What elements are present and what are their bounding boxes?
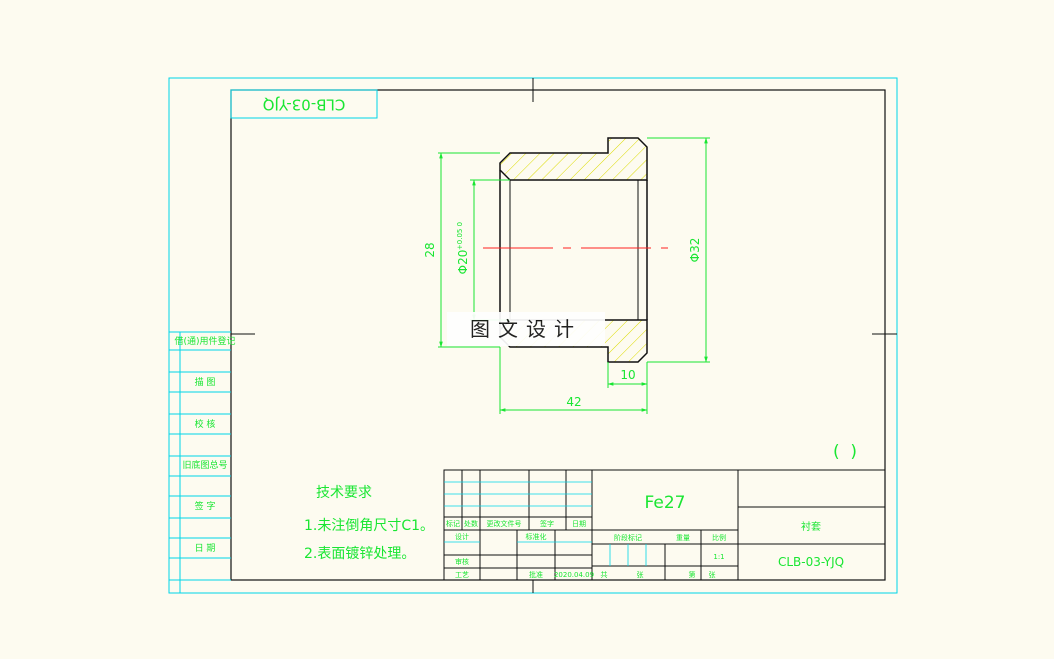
tech-note-1: 1.未注倒角尺寸C1。 bbox=[304, 518, 434, 534]
tb-date: 2020.04.09 bbox=[554, 571, 594, 579]
tb-drawing-number: CLB-03-YJQ bbox=[778, 555, 844, 569]
tb-chushu: 处数 bbox=[464, 519, 478, 528]
dim-outer-diameter: Φ32 bbox=[688, 238, 702, 263]
tech-note-2: 2.表面镀锌处理。 bbox=[304, 545, 415, 562]
drawing-number-box bbox=[230, 89, 378, 119]
tb-qianzi: 签字 bbox=[540, 519, 554, 528]
side-label-4: 签 字 bbox=[195, 500, 216, 512]
tb-part-name: 衬套 bbox=[801, 520, 821, 533]
dim-flange: 10 bbox=[620, 368, 635, 382]
dimensions bbox=[438, 137, 710, 414]
tb-gongyi: 工艺 bbox=[455, 571, 469, 579]
drawing-number-top: CLB-03-YJQ bbox=[263, 96, 346, 114]
tb-jieduan: 阶段标记 bbox=[614, 533, 642, 542]
tb-parenthesis: ( ) bbox=[833, 442, 857, 462]
dim-length: 28 bbox=[423, 242, 437, 257]
tb-biaozhunhua: 标准化 bbox=[526, 532, 547, 541]
tb-fenqu: 更改文件号 bbox=[487, 519, 522, 528]
side-table bbox=[169, 331, 231, 593]
tb-zhang1: 张 bbox=[637, 570, 644, 579]
tb-di: 第 bbox=[689, 570, 696, 579]
tb-bili: 比例 bbox=[712, 533, 726, 542]
side-label-0: 借(通)用件登记 bbox=[174, 335, 235, 347]
side-label-5: 日 期 bbox=[195, 543, 216, 554]
dim-width: 42 bbox=[566, 395, 581, 409]
tb-sheji: 设计 bbox=[455, 532, 469, 541]
tb-zhang2: 张 bbox=[709, 570, 716, 579]
tb-scale: 1:1 bbox=[713, 553, 724, 561]
tb-riqi: 日期 bbox=[572, 520, 586, 528]
tb-biaoji: 标记 bbox=[446, 519, 460, 528]
centering-marks bbox=[231, 78, 897, 593]
side-label-3: 旧底图总号 bbox=[182, 459, 227, 471]
side-label-2: 校 核 bbox=[195, 418, 216, 430]
tb-shenhe: 审核 bbox=[455, 557, 469, 566]
tb-pizhun: 批准 bbox=[529, 570, 543, 579]
dim-bore: Φ20 bbox=[456, 250, 470, 275]
side-label-1: 描 图 bbox=[195, 376, 216, 388]
upper-section bbox=[499, 137, 648, 181]
title-block bbox=[443, 469, 886, 581]
tech-title: 技术要求 bbox=[316, 485, 372, 501]
tb-gong: 共 bbox=[601, 570, 608, 579]
dim-bore-tolerance: +0.05 0 bbox=[456, 222, 464, 250]
watermark: 图文设计 bbox=[447, 312, 605, 346]
tb-zhongliang: 重量 bbox=[676, 534, 690, 542]
title-block-cyan-lines bbox=[444, 481, 647, 566]
tb-material: Fe27 bbox=[645, 493, 686, 513]
